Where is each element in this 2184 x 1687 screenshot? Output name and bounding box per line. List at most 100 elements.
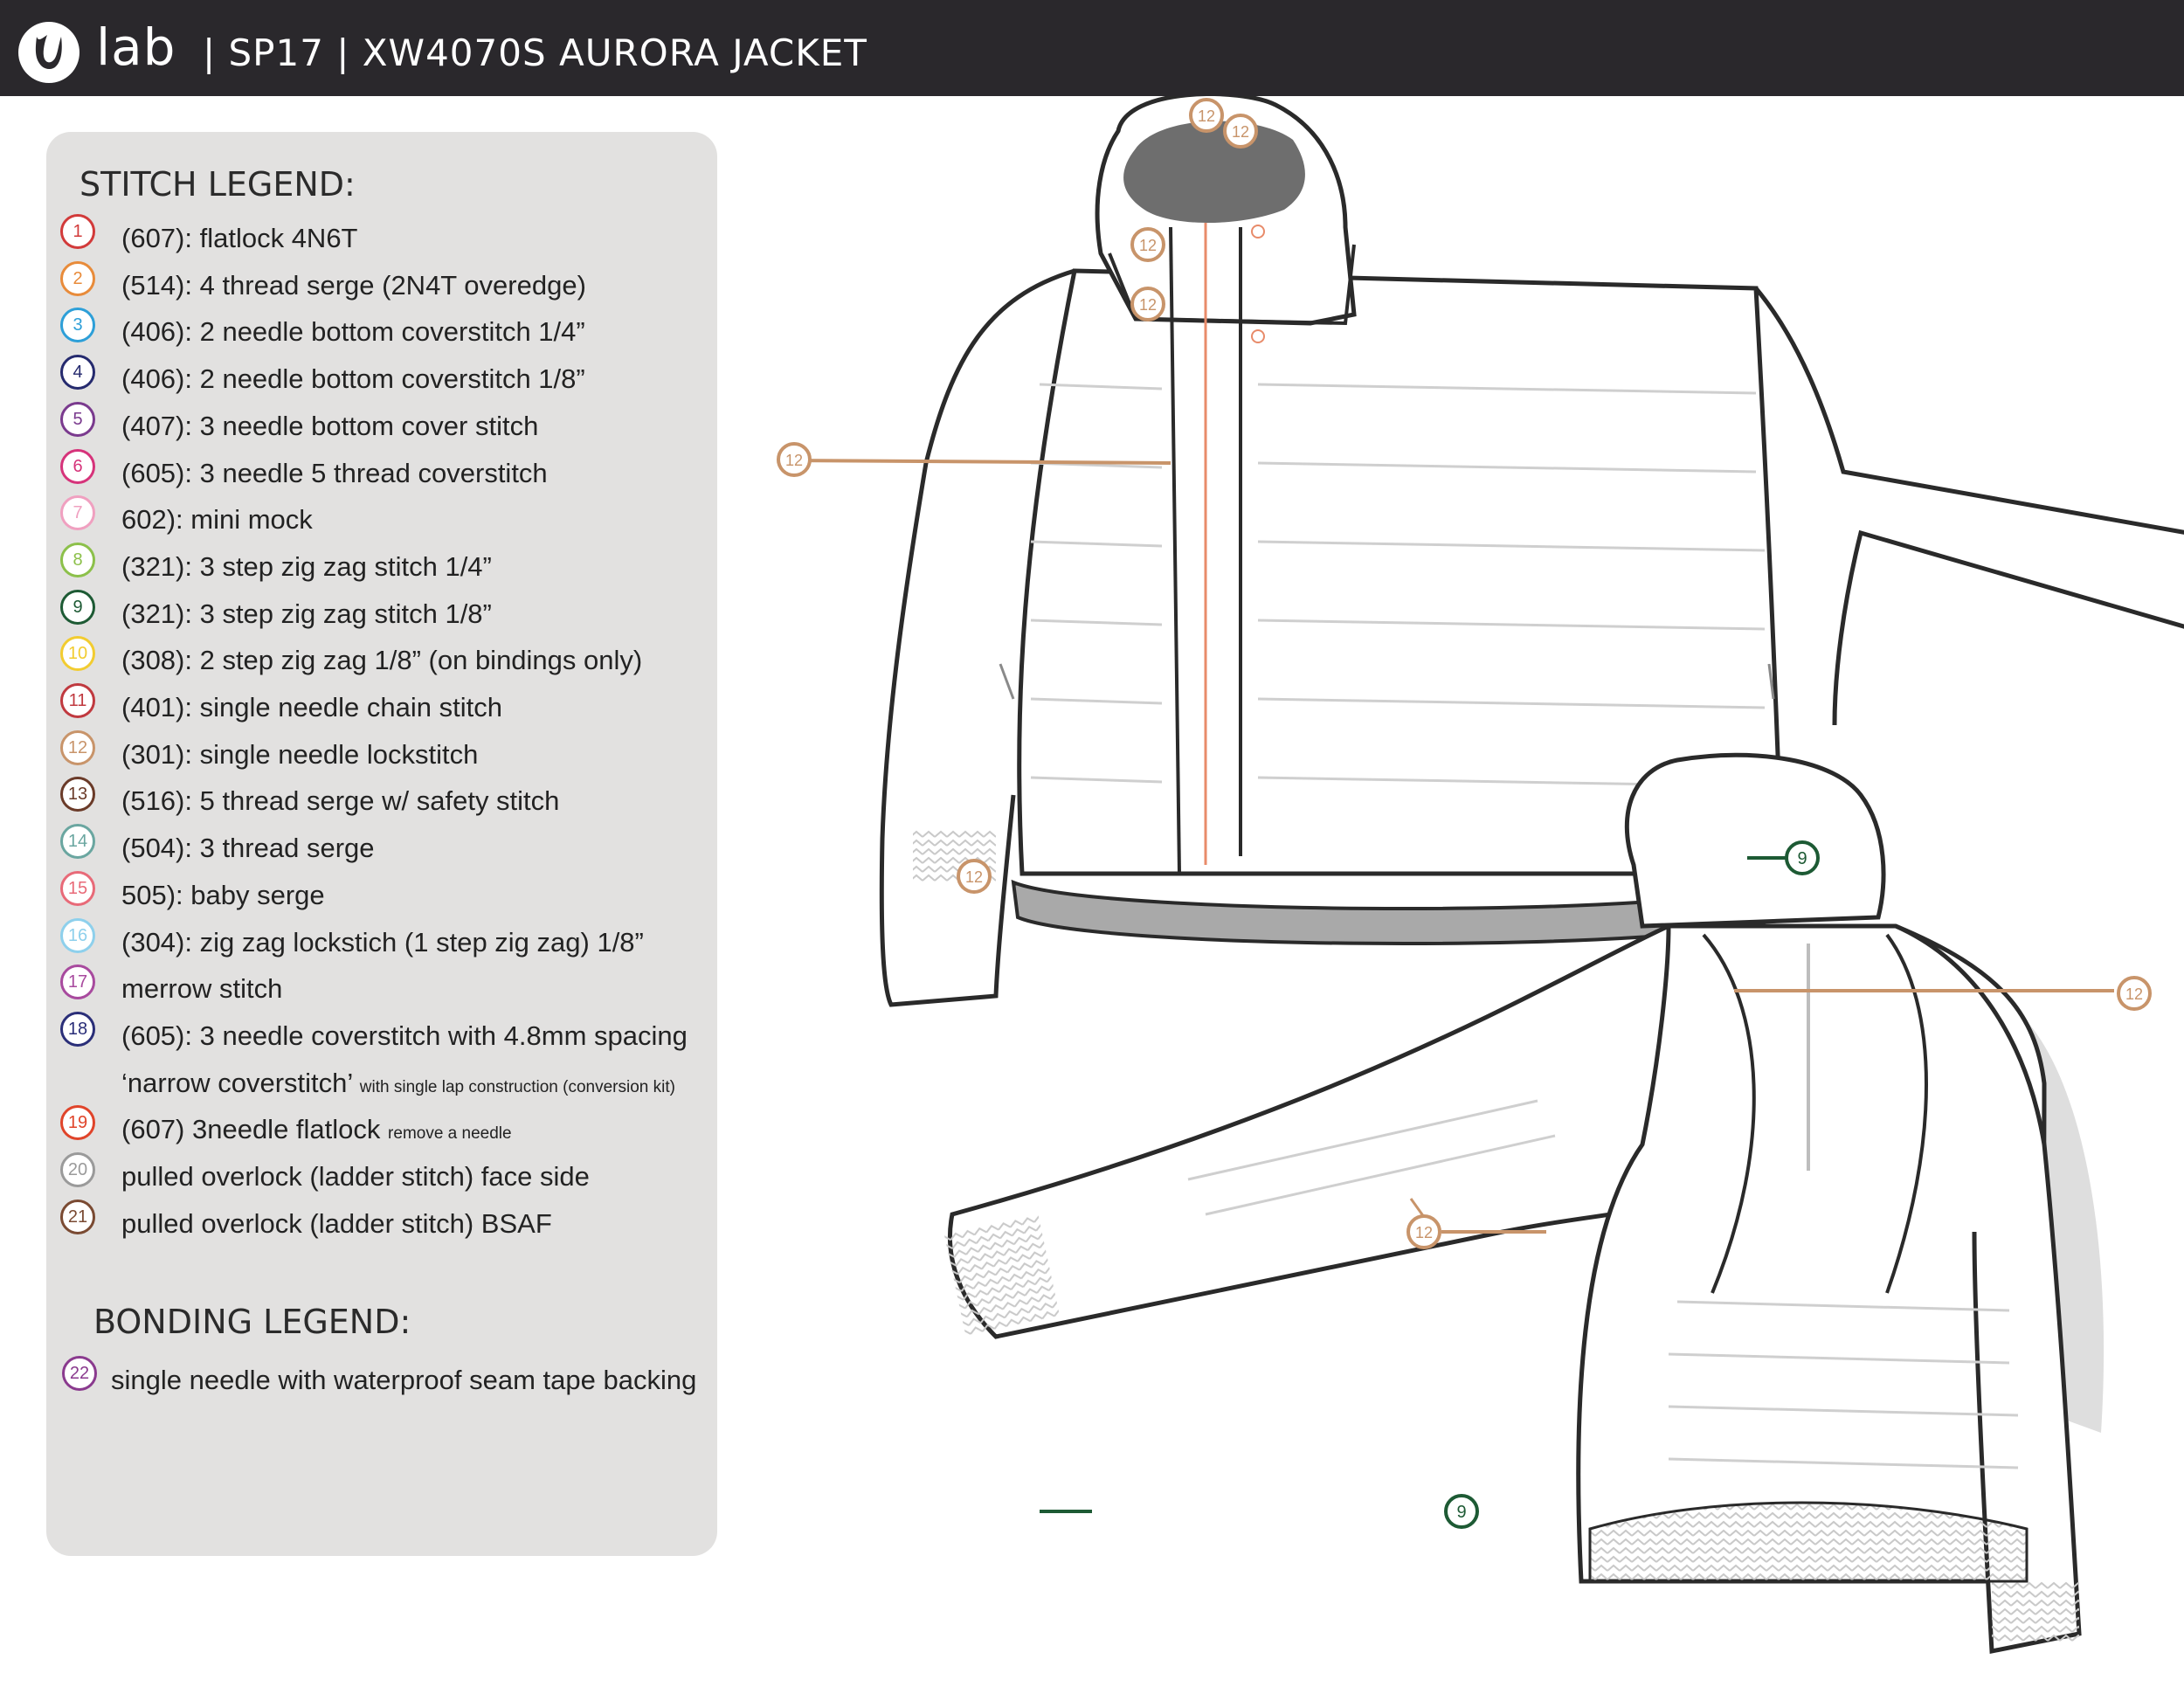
back-hem-band xyxy=(1588,1501,2028,1583)
stitch-number-badge: 9 xyxy=(60,589,95,625)
stitch-text: 602): mini mock xyxy=(121,504,313,536)
stitch-legend-row: 18(605): 3 needle coverstitch with 4.8mm… xyxy=(46,1011,717,1062)
stitch-text: (321): 3 step zig zag stitch 1/4” xyxy=(121,551,492,583)
back-view xyxy=(943,752,2105,1655)
svg-text:12: 12 xyxy=(1139,237,1157,254)
stitch-legend-row: 1 (607): flatlock 4N6T xyxy=(46,214,717,265)
stitch-text: (401): single needle chain stitch xyxy=(121,692,502,723)
stitch-description: (308): 2 step zig zag 1/8” (on bindings … xyxy=(121,645,643,676)
stitch-number-badge: 8 xyxy=(60,542,95,577)
stitch-legend-row: 14(504): 3 thread serge xyxy=(46,824,717,875)
stitch-legend-row: ‘narrow coverstitch’ with single lap con… xyxy=(46,1062,717,1110)
stitch-description: 505): baby serge xyxy=(121,879,325,910)
stitch-legend-row: 2 (514): 4 thread serge (2N4T overedge) xyxy=(46,260,717,312)
stitch-number-badge: 1 xyxy=(60,214,95,249)
back-left-cuff-rib xyxy=(943,1213,1061,1338)
front-torso xyxy=(1017,268,1785,876)
stitch-legend-row: 12 (301): single needle lockstitch xyxy=(46,729,717,781)
left-pocket xyxy=(999,663,1015,700)
jacket-technical-drawing: 12 12 12 12 12 12 9 12 xyxy=(777,96,2184,1655)
stitch-number-badge: 21 xyxy=(60,1199,95,1234)
stitch-legend-row: 8 (321): 3 step zig zag stitch 1/4” xyxy=(46,542,717,593)
stitch-text: (407): 3 needle bottom cover stitch xyxy=(121,411,538,442)
back-left-sleeve xyxy=(947,923,1687,1339)
stitch-text: (607): flatlock 4N6T xyxy=(121,223,358,254)
stitch-text: (605): 3 needle 5 thread coverstitch xyxy=(121,458,548,489)
stitch-number-badge: 3 xyxy=(60,308,95,343)
stitch-description: (514): 4 thread serge (2N4T overedge) xyxy=(121,269,586,301)
bonding-description: single needle with waterproof seam tape … xyxy=(111,1365,697,1395)
stitch-legend-row: 3 (406): 2 needle bottom coverstitch 1/4” xyxy=(46,308,717,358)
svg-text:12: 12 xyxy=(1139,296,1157,314)
svg-text:12: 12 xyxy=(1415,1224,1433,1241)
page-title: | SP17 | XW4070S AURORA JACKET xyxy=(203,31,867,74)
stitch-text: (514): 4 thread serge (2N4T overedge) xyxy=(121,270,586,301)
callout-12-hood-inner: 12 xyxy=(1223,114,1258,149)
stitch-number-badge: 15 xyxy=(60,870,95,906)
callout-12-back-center: 12 xyxy=(2117,976,2152,1011)
stitch-number-badge: 13 xyxy=(60,777,95,812)
stitch-text: merrow stitch xyxy=(121,973,282,1005)
stitch-legend-row: 7 602): mini mock xyxy=(46,495,717,546)
stitch-number-badge: 5 xyxy=(60,401,95,437)
svg-text:12: 12 xyxy=(2125,985,2143,1003)
snap-top xyxy=(1251,225,1265,239)
stitch-text: (321): 3 step zig zag stitch 1/8” xyxy=(121,598,492,630)
stitch-legend-title: STITCH LEGEND: xyxy=(79,165,356,204)
stitch-text: (308): 2 step zig zag 1/8” (on bindings … xyxy=(121,645,642,676)
stitch-legend-row: 15 505): baby serge xyxy=(46,870,717,922)
stitch-text: pulled overlock (ladder stitch) face sid… xyxy=(121,1161,590,1193)
stitch-text: (607) 3needle flatlock remove a needle xyxy=(121,1114,512,1145)
stitch-number-badge: 17 xyxy=(60,964,95,1000)
bonding-legend-row: 22 single needle with waterproof seam tap… xyxy=(46,1356,717,1407)
stitch-number-badge: 18 xyxy=(60,1011,95,1047)
stitch-number-badge: 4 xyxy=(60,355,95,391)
svg-text:12: 12 xyxy=(1198,107,1215,125)
stitch-number-badge: 2 xyxy=(60,260,95,296)
brand-name: lab xyxy=(96,17,176,77)
stitch-description: pulled overlock (ladder stitch) BSAF xyxy=(121,1207,552,1239)
front-left-sleeve xyxy=(879,268,1075,1007)
svg-text:12: 12 xyxy=(785,452,803,469)
back-yoke-left xyxy=(1702,933,1756,1294)
callout-12-collar-top: 12 xyxy=(1130,227,1165,262)
front-right-sleeve xyxy=(1754,287,2184,726)
stitch-description: (607): flatlock 4N6T xyxy=(121,223,358,253)
svg-text:9: 9 xyxy=(1456,1503,1466,1522)
callouts: 12 12 12 12 12 12 9 12 xyxy=(777,98,2152,1529)
stitch-legend-row: 16(304): zig zag lockstich (1 step zig z… xyxy=(46,917,717,969)
callout-12-back-sleeve: 12 xyxy=(1406,1214,1441,1249)
bonding-number-badge: 22 xyxy=(62,1356,97,1391)
stitch-legend-row: 6 (605): 3 needle 5 thread coverstitch xyxy=(46,448,717,500)
stitch-number-badge: 7 xyxy=(60,495,95,531)
stitch-legend-row: 11 (401): single needle chain stitch xyxy=(46,683,717,734)
stitch-note: with single lap construction (conversion… xyxy=(359,1077,675,1096)
stitch-description: (516): 5 thread serge w/ safety stitch xyxy=(121,785,560,817)
stitch-number-badge: 12 xyxy=(60,729,95,765)
stitch-text: (304): zig zag lockstich (1 step zig zag… xyxy=(121,927,644,958)
callout-12-collar-bottom: 12 xyxy=(1130,287,1165,321)
stitch-description: pulled overlock (ladder stitch) face sid… xyxy=(121,1161,590,1192)
svg-text:12: 12 xyxy=(965,868,983,886)
stitch-number-badge: 6 xyxy=(60,448,95,484)
stitch-description: (321): 3 step zig zag stitch 1/8” xyxy=(121,598,492,629)
stitch-description: (401): single needle chain stitch xyxy=(121,692,502,723)
stitch-description: 602): mini mock xyxy=(121,504,313,536)
stitch-text: ‘narrow coverstitch’ with single lap con… xyxy=(121,1068,675,1099)
stitch-number-badge: 11 xyxy=(60,683,95,718)
svg-text:9: 9 xyxy=(1797,849,1807,868)
stitch-description: (301): single needle lockstitch xyxy=(121,738,479,770)
stitch-description: (406): 2 needle bottom coverstitch 1/4” xyxy=(121,316,585,348)
stitch-legend-row: 5 (407): 3 needle bottom cover stitch xyxy=(46,401,717,453)
stitch-legend-row: 10(308): 2 step zig zag 1/8” (on binding… xyxy=(46,636,717,687)
bonding-legend-title: BONDING LEGEND: xyxy=(93,1303,411,1341)
front-quilting-lines xyxy=(1030,383,1766,788)
stitch-legend-row: 4(406): 2 needle bottom coverstitch 1/8” xyxy=(46,355,717,405)
stitch-text: (406): 2 needle bottom coverstitch 1/4” xyxy=(121,316,585,348)
stitch-description: (607) 3needle flatlock xyxy=(121,1114,381,1145)
svg-text:12: 12 xyxy=(1232,123,1249,141)
front-view xyxy=(879,96,2184,1007)
stitch-description: ‘narrow coverstitch’ xyxy=(121,1067,353,1098)
stitch-description: merrow stitch xyxy=(121,973,283,1005)
